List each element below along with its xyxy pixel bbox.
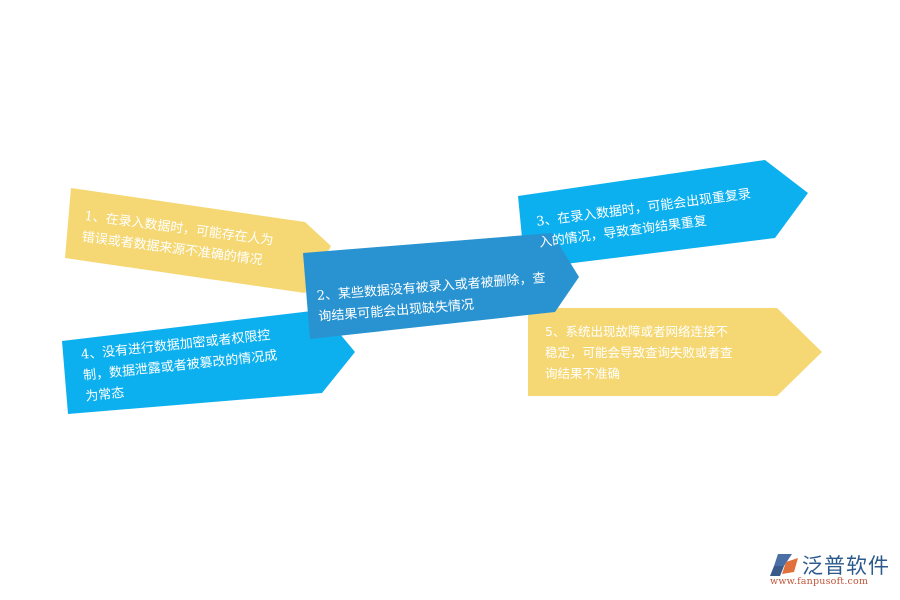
- logo-url: www.fanpusoft.com: [770, 576, 869, 587]
- arrow-shape-1: [65, 188, 331, 293]
- item-5-line-3: 询结果不准确: [545, 366, 621, 381]
- brand-logo: 泛普软件 www.fanpusoft.com: [768, 552, 893, 592]
- logo-mark-icon: [770, 554, 798, 576]
- arrow-shape-5: [528, 308, 822, 396]
- logo-name: 泛普软件: [802, 554, 890, 578]
- arrow-shape-4: [62, 310, 355, 414]
- arrow-shape-3: [518, 160, 808, 269]
- item-5-line-1: 5、系统出现故障或者网络连接不: [545, 324, 728, 339]
- item-5-line-2: 稳定，可能会导致查询失败或者查: [545, 345, 733, 360]
- item-5-text: 5、系统出现故障或者网络连接不 稳定，可能会导致查询失败或者查 询结果不准确: [545, 321, 733, 384]
- arrow-shape-2: [303, 233, 579, 339]
